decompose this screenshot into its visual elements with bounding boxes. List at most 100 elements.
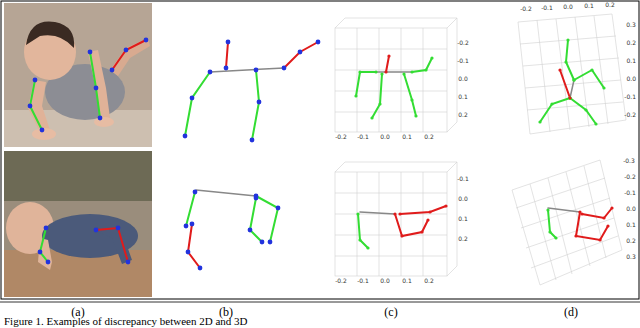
joint-dot bbox=[190, 222, 195, 227]
joint-dot bbox=[124, 48, 129, 53]
axis-tick: 0.1 bbox=[626, 58, 636, 64]
plot-3d-grid bbox=[335, 14, 626, 285]
axis-tick: -0.2 bbox=[520, 6, 532, 12]
axis-tick: 0.2 bbox=[626, 40, 636, 46]
skeleton-2d bbox=[183, 40, 321, 271]
joint-dot bbox=[572, 78, 575, 81]
joint-dot bbox=[28, 104, 33, 109]
axis-tick: -0.1 bbox=[357, 278, 369, 284]
joint-dot bbox=[602, 216, 605, 219]
joint-dot bbox=[444, 204, 447, 207]
axis-tick: -0.2 bbox=[335, 134, 347, 140]
joint-dot bbox=[260, 240, 265, 245]
axis-tick: -0.1 bbox=[457, 58, 469, 64]
joint-dot bbox=[424, 68, 427, 71]
joint-dot bbox=[358, 238, 361, 241]
joint-dot bbox=[598, 238, 601, 241]
joint-dot bbox=[387, 54, 390, 57]
axis-tick: 0.0 bbox=[380, 278, 390, 284]
joint-dot bbox=[316, 40, 321, 45]
axis-tick: -0.1 bbox=[457, 176, 469, 182]
joint-dot bbox=[144, 38, 149, 43]
axis-tick: 0.2 bbox=[424, 134, 434, 140]
joint-dot bbox=[193, 190, 198, 195]
joint-dot bbox=[366, 246, 369, 249]
axis-tick: -0.1 bbox=[624, 190, 636, 196]
axis-tick: 0.0 bbox=[563, 4, 573, 10]
joint-dot bbox=[94, 86, 99, 91]
axis-tick: 0.1 bbox=[458, 216, 468, 222]
joint-dot bbox=[257, 100, 262, 105]
joint-dot bbox=[550, 102, 553, 105]
joint-dot bbox=[224, 66, 229, 71]
axis-tick: 0.1 bbox=[402, 278, 412, 284]
joint-dot bbox=[226, 40, 231, 45]
figure-caption: Figure 1. Examples of discrepancy betwee… bbox=[4, 316, 247, 327]
axis-tick: 0.2 bbox=[605, 2, 615, 8]
joint-dot bbox=[38, 250, 43, 255]
axis-tick: -0.1 bbox=[541, 5, 553, 11]
joint-dot bbox=[186, 250, 191, 255]
joint-dot bbox=[248, 228, 253, 233]
joint-dot bbox=[580, 212, 583, 215]
caption-rule bbox=[0, 302, 640, 303]
joint-dot bbox=[378, 102, 381, 105]
joint-dot bbox=[428, 210, 431, 213]
joint-dot bbox=[354, 94, 357, 97]
axis-tick: -0.3 bbox=[623, 158, 635, 164]
joint-dot bbox=[538, 120, 541, 123]
joint-dot bbox=[546, 208, 549, 211]
joint-dot bbox=[566, 38, 569, 41]
joint-dot bbox=[393, 212, 396, 215]
joint-dot bbox=[254, 196, 259, 201]
panel-label: (c) bbox=[384, 306, 397, 318]
joint-dot bbox=[94, 228, 99, 233]
axis-tick: 0.0 bbox=[458, 76, 468, 82]
infant-photo bbox=[4, 3, 152, 147]
joint-dot bbox=[572, 78, 575, 81]
joint-dot bbox=[116, 226, 121, 231]
joint-dot bbox=[268, 240, 273, 245]
skeleton-overlay bbox=[28, 38, 149, 265]
joint-dot bbox=[610, 206, 613, 209]
axis-tick: 0.2 bbox=[424, 278, 434, 284]
axis-tick: 0.0 bbox=[458, 196, 468, 202]
joint-dot bbox=[126, 260, 131, 265]
axis-tick: 0.3 bbox=[626, 22, 636, 28]
joint-dot bbox=[254, 68, 259, 73]
joint-dot bbox=[370, 116, 373, 119]
joint-dot bbox=[402, 72, 405, 75]
joint-dot bbox=[250, 138, 255, 143]
axis-tick: 0.0 bbox=[380, 134, 390, 140]
axis-tick: -0.1 bbox=[624, 94, 636, 100]
joint-dot bbox=[380, 72, 383, 75]
axis-tick: -0.2 bbox=[624, 112, 636, 118]
axis-tick: 0.3 bbox=[626, 254, 636, 260]
joint-dot bbox=[584, 108, 587, 111]
joint-dot bbox=[208, 70, 213, 75]
joint-dot bbox=[414, 114, 417, 117]
axis-tick: -0.2 bbox=[335, 278, 347, 284]
joint-dot bbox=[44, 226, 49, 231]
joint-dot bbox=[40, 128, 45, 133]
panel-label: (d) bbox=[564, 306, 578, 318]
joint-dot bbox=[568, 96, 571, 99]
joint-dot bbox=[374, 70, 377, 73]
joint-dot bbox=[110, 68, 115, 73]
joint-dot bbox=[33, 78, 38, 83]
joint-dot bbox=[410, 98, 413, 101]
axis-tick: 0.0 bbox=[626, 76, 636, 82]
joint-dot bbox=[420, 230, 423, 233]
infant-photo bbox=[4, 151, 152, 297]
axis-tick: 0.1 bbox=[584, 3, 594, 9]
joint-dot bbox=[88, 50, 93, 55]
joint-dot bbox=[426, 218, 429, 221]
joint-dot bbox=[568, 96, 571, 99]
joint-dot bbox=[602, 86, 605, 89]
joint-dot bbox=[558, 68, 561, 71]
axis-tick: 0.2 bbox=[626, 238, 636, 244]
joint-dot bbox=[276, 206, 281, 211]
joint-dot bbox=[46, 260, 51, 265]
axis-tick: 0.1 bbox=[626, 222, 636, 228]
